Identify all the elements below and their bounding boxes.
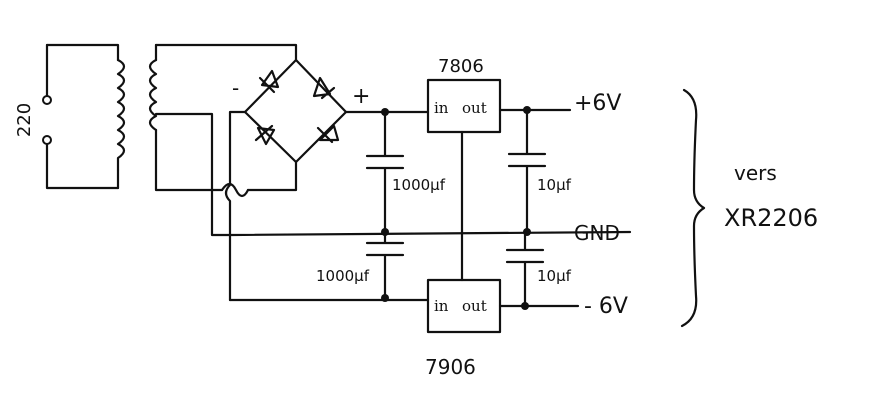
bridge-rectifier: - + <box>220 58 370 302</box>
regulator-bottom-in: in <box>434 297 449 315</box>
output-ground-label: GND <box>574 221 620 245</box>
bridge-minus-label: - <box>232 76 239 100</box>
diode-icon <box>316 124 340 144</box>
transformer <box>116 43 632 237</box>
mains-input: 220 <box>14 43 120 190</box>
bridge-plus-label: + <box>352 84 370 109</box>
cap-top-output-label: 10µf <box>537 176 572 194</box>
negative-rail <box>228 230 580 310</box>
regulator-top-out: out <box>462 99 487 117</box>
diode-icon <box>312 76 336 100</box>
positive-rail <box>344 106 572 236</box>
diode-icon <box>258 69 280 94</box>
cap-bottom-output-label: 10µf <box>537 267 572 285</box>
curly-brace <box>680 88 706 328</box>
destination-line1: vers <box>734 161 777 185</box>
regulator-7806: in out 7806 <box>426 56 502 234</box>
cap-bottom-input-label: 1000µf <box>316 267 370 285</box>
diode-icon <box>254 124 276 146</box>
regulator-top-part: 7806 <box>438 56 484 77</box>
regulator-bottom-part: 7906 <box>425 355 476 379</box>
output-negative-label: - 6V <box>584 294 628 319</box>
cap-top-input-label: 1000µf <box>392 176 446 194</box>
destination-line2: XR2206 <box>724 204 818 232</box>
regulator-7906: in out 7906 <box>425 230 502 379</box>
regulator-top-in: in <box>434 99 449 117</box>
mains-voltage-label: 220 <box>14 103 35 137</box>
regulator-bottom-out: out <box>462 297 487 315</box>
output-positive-label: +6V <box>574 91 621 116</box>
